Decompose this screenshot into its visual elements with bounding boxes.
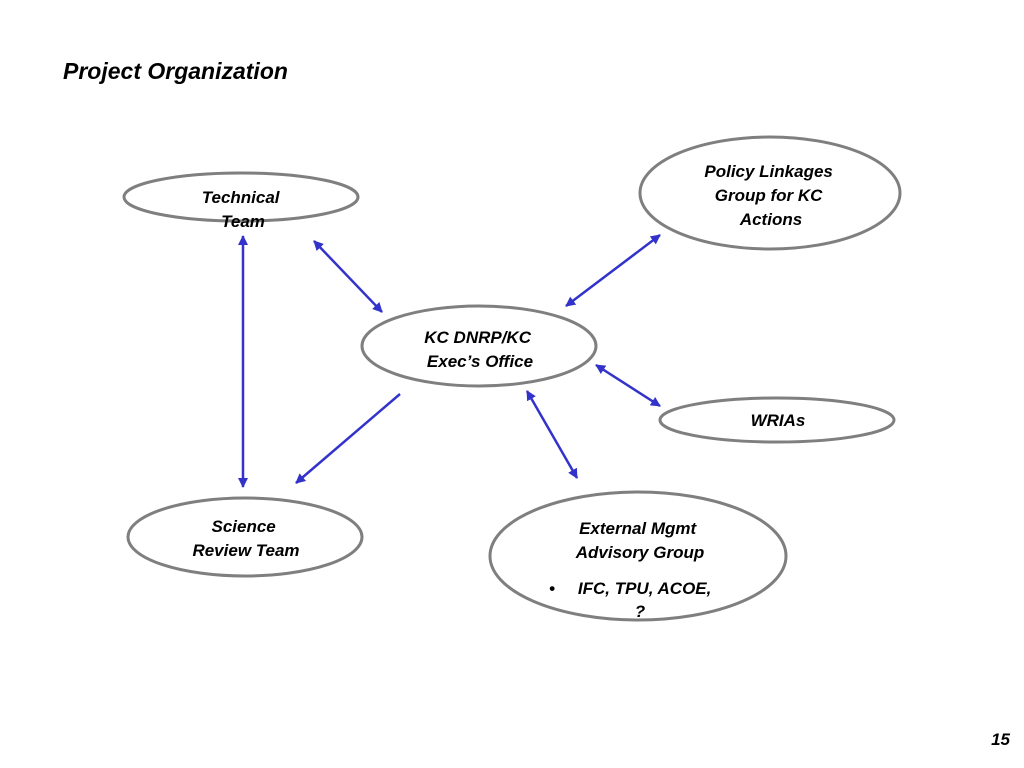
node-science-review-line1: Science <box>212 517 276 536</box>
page-title: Project Organization <box>63 58 288 84</box>
connector-technical-kc <box>313 240 383 313</box>
node-external-mgmt: External Mgmt Advisory Group • IFC, TPU,… <box>488 490 788 622</box>
node-wrias-shape <box>658 396 896 444</box>
node-science-review-line2: Review Team <box>192 541 299 560</box>
node-policy-linkages: Policy Linkages Group for KC Actions <box>638 135 902 251</box>
node-kc-dnrp-shape <box>360 304 598 388</box>
page-number: 15 <box>991 730 1010 749</box>
node-external-mgmt-line1: External Mgmt <box>579 519 697 538</box>
node-external-mgmt-bullet-line2: ? <box>635 602 646 621</box>
node-kc-dnrp-label: KC DNRP/KC Exec’s Office <box>424 328 535 371</box>
node-science-review: Science Review Team <box>126 496 364 578</box>
node-policy-linkages-shape <box>638 135 902 251</box>
node-external-mgmt-bullet: • <box>549 579 555 598</box>
connector-kc-science <box>295 393 401 484</box>
connector-kc-policy <box>565 234 661 307</box>
node-wrias-line1: WRIAs <box>751 411 806 430</box>
node-external-mgmt-bullet-marker: • <box>549 579 555 598</box>
node-science-review-label: Science Review Team <box>192 517 299 560</box>
connector-kc-wrias <box>595 363 661 408</box>
node-policy-linkages-label: Policy Linkages Group for KC Actions <box>704 162 837 229</box>
node-kc-dnrp-line1: KC DNRP/KC <box>424 328 531 347</box>
node-policy-linkages-line3: Actions <box>739 210 802 229</box>
node-technical-team: Technical Team <box>122 171 360 231</box>
node-science-review-shape <box>126 496 364 578</box>
node-external-mgmt-bullet-text: IFC, TPU, ACOE, ? <box>578 579 716 621</box>
node-technical-team-line2: Team <box>221 212 265 231</box>
node-kc-dnrp: KC DNRP/KC Exec’s Office <box>360 304 598 388</box>
node-policy-linkages-line1: Policy Linkages <box>704 162 833 181</box>
node-technical-team-shape <box>122 171 360 223</box>
node-external-mgmt-shape <box>488 490 788 622</box>
node-kc-dnrp-line2: Exec’s Office <box>427 352 533 371</box>
node-technical-team-line1: Technical <box>202 188 281 207</box>
node-wrias-label: WRIAs <box>751 411 806 430</box>
node-external-mgmt-label: External Mgmt Advisory Group <box>575 519 704 562</box>
node-policy-linkages-line2: Group for KC <box>715 186 823 205</box>
node-technical-team-label: Technical Team <box>202 188 285 231</box>
node-external-mgmt-bullet-line1: IFC, TPU, ACOE, <box>578 579 712 598</box>
node-external-mgmt-line2: Advisory Group <box>575 543 704 562</box>
connectors <box>238 234 661 488</box>
connector-kc-external <box>525 390 579 479</box>
node-wrias: WRIAs <box>658 396 896 444</box>
